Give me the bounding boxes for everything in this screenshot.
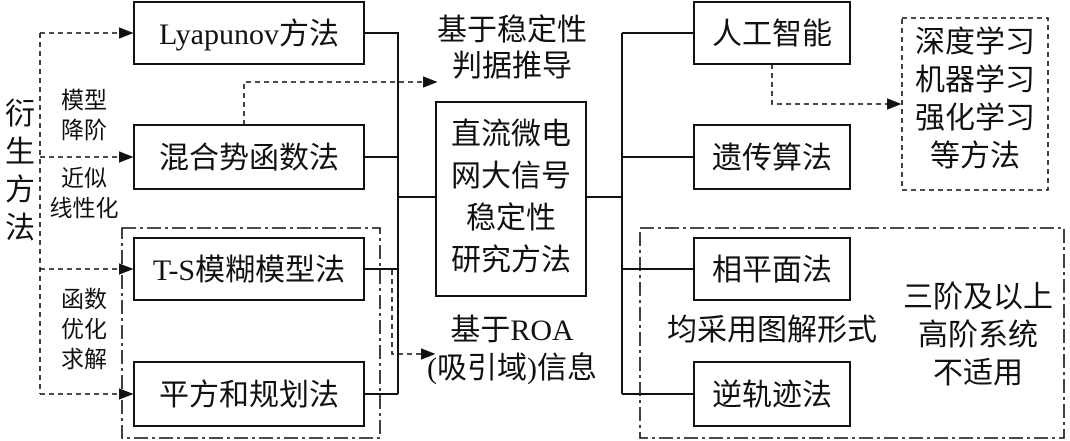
ts-fuzzy-label: T-S模糊模型法 (153, 254, 345, 287)
sos-label: 平方和规划法 (159, 379, 339, 412)
mixed-potential-label: 混合势函数法 (159, 142, 339, 175)
graphic-note: 均采用图解形式 (667, 314, 877, 347)
genetic-box (693, 124, 851, 190)
note-model-reduction-2: 降阶 (61, 118, 107, 143)
ai-detail-line-4: 等方法 (930, 140, 1020, 173)
arrow-to-stability-note (243, 76, 438, 125)
mixed-potential-box (133, 124, 365, 190)
left-dashdot-region (121, 227, 381, 439)
phase-plane-box (693, 237, 851, 301)
note-approx-linear-1: 近似 (61, 166, 107, 191)
limit-note-line-2: 高阶系统 (918, 319, 1038, 352)
arrow-to-roa-note (391, 270, 436, 360)
main-title-line-3: 稳定性 (466, 202, 556, 235)
ai-detail-line-1: 深度学习 (915, 26, 1035, 59)
note-func-opt-3: 求解 (61, 347, 107, 372)
right-dashdot-region (639, 227, 1065, 439)
left-label-char-3: 方 (5, 174, 35, 207)
genetic-label: 遗传算法 (712, 142, 832, 175)
left-label-char-2: 生 (5, 136, 35, 169)
note-approx-linear-2: 线性化 (50, 196, 119, 221)
ai-detail-line-2: 机器学习 (915, 64, 1035, 97)
main-title-line-1: 直流微电 (451, 118, 571, 151)
ts-fuzzy-box (133, 237, 365, 301)
note-model-reduction-1: 模型 (61, 88, 107, 113)
arrow-to-ai-detail (771, 64, 902, 110)
reverse-traj-box (693, 361, 851, 427)
ai-label: 人工智能 (712, 18, 832, 51)
sos-box (133, 361, 365, 427)
note-func-opt-2: 优化 (61, 317, 107, 342)
roa-note-line-1: 基于ROA (450, 314, 574, 347)
left-label-char-4: 法 (5, 212, 35, 245)
main-title-line-4: 研究方法 (451, 244, 571, 277)
left-bracket-line (364, 32, 399, 394)
reverse-traj-label: 逆轨迹法 (712, 379, 832, 412)
note-func-opt-1: 函数 (61, 287, 107, 312)
stability-note-line-1: 基于稳定性 (437, 14, 587, 47)
limit-note-line-1: 三阶及以上 (903, 281, 1053, 314)
ai-box (693, 1, 851, 65)
main-title-line-2: 网大信号 (451, 160, 571, 193)
main-center-box (435, 101, 587, 297)
lyapunov-box (133, 1, 365, 65)
ai-detail-box (901, 17, 1049, 191)
left-label-char-1: 衍 (5, 98, 35, 131)
phase-plane-label: 相平面法 (712, 254, 832, 287)
limit-note-line-3: 不适用 (933, 357, 1023, 390)
stability-note-line-2: 判据推导 (452, 50, 572, 83)
roa-note-line-2: (吸引域)信息 (427, 352, 597, 385)
ai-detail-line-3: 强化学习 (915, 102, 1035, 135)
lyapunov-label: Lyapunov方法 (159, 18, 339, 51)
